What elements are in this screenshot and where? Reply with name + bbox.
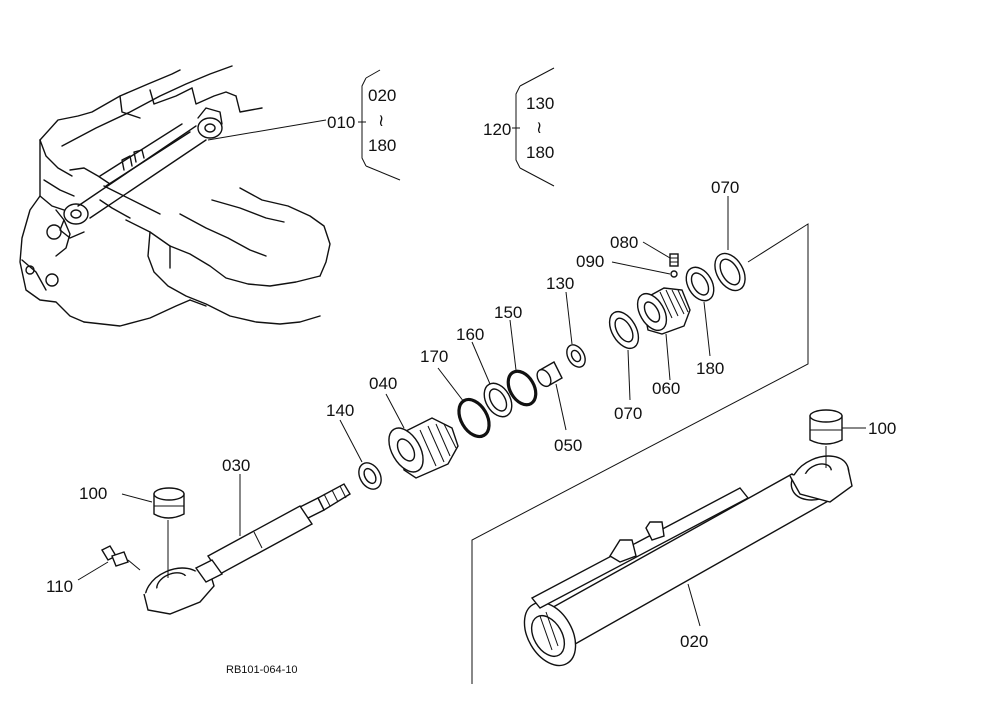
callout-130-range-start: 130: [526, 94, 554, 113]
part-100-right-bushing: [809, 409, 843, 445]
callout-150: 150: [494, 303, 522, 322]
part-070-top-ring: [714, 252, 746, 292]
callout-020-range-start: 020: [368, 86, 396, 105]
part-100-left-bushing: [153, 487, 185, 519]
callout-090: 090: [576, 252, 604, 271]
callout-100-left: 100: [79, 484, 107, 503]
installed-cylinder-sketch: [59, 107, 223, 239]
part-110-grease-nipple: [101, 545, 141, 571]
callout-070-mid: 070: [614, 404, 642, 423]
callout-130: 130: [546, 274, 574, 293]
figure-code: RB101-064-10: [226, 664, 298, 676]
callout-080: 080: [610, 233, 638, 252]
callout-020-range-end: 180: [368, 136, 396, 155]
callout-170: 170: [420, 347, 448, 366]
part-170-oring: [457, 397, 491, 439]
callout-010: 010: [327, 113, 355, 132]
callout-140: 140: [326, 401, 354, 420]
part-040-gland: [388, 417, 459, 479]
part-160-ring: [483, 382, 513, 418]
part-130-ring: [566, 344, 586, 368]
callout-130-range-end: 180: [526, 143, 554, 162]
callout-070-top: 070: [711, 178, 739, 197]
part-180-ring: [685, 266, 715, 302]
callout-020-range-tilde: ≀: [378, 111, 384, 130]
callout-130-range-tilde: ≀: [536, 118, 542, 137]
callout-100-right: 100: [868, 419, 896, 438]
callout-050: 050: [554, 436, 582, 455]
part-070-mid-ring: [608, 310, 640, 350]
callout-040: 040: [369, 374, 397, 393]
callout-180: 180: [696, 359, 724, 378]
part-030-piston-rod: [143, 483, 351, 615]
part-020-cylinder-barrel: [523, 455, 853, 667]
part-050-collar: [536, 361, 563, 388]
part-080-screw: [669, 253, 679, 267]
callout-120: 120: [483, 120, 511, 139]
callout-160: 160: [456, 325, 484, 344]
callout-060: 060: [652, 379, 680, 398]
part-060-piston: [636, 287, 691, 335]
callout-020: 020: [680, 632, 708, 651]
part-150-oring: [506, 369, 538, 407]
part-090-ball: [670, 270, 678, 278]
callout-030: 030: [222, 456, 250, 475]
barrel-group-frame: [471, 223, 809, 684]
tractor-frame-sketch: [19, 65, 331, 327]
callout-110: 110: [46, 577, 73, 596]
part-140-ring: [358, 462, 382, 490]
